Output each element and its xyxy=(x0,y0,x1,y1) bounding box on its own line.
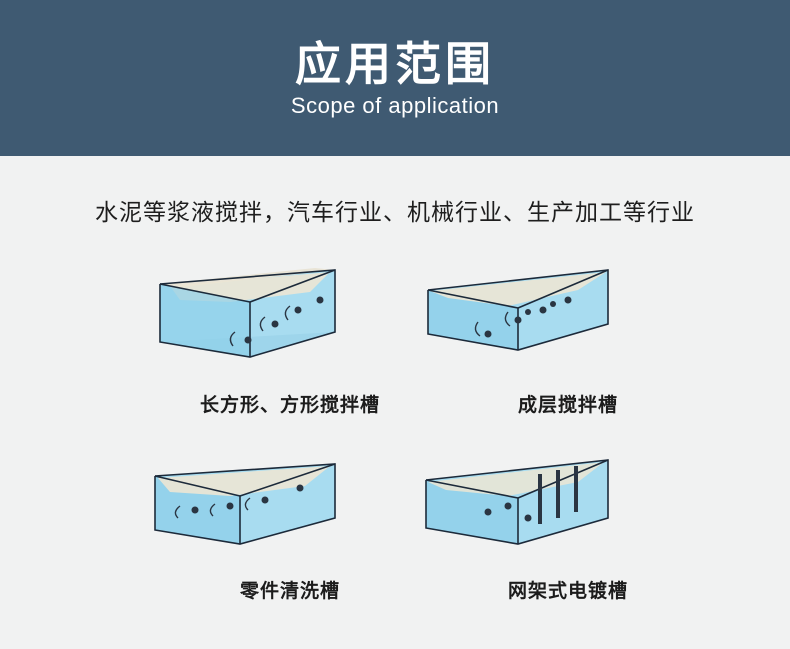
application-card-electroplating-tank: 网架式电镀槽 xyxy=(418,456,718,616)
page-subtitle: Scope of application xyxy=(290,93,500,118)
application-label-rectangular-tank: 长方形、方形搅拌槽 xyxy=(199,394,380,416)
header-banner: 应用范围 Scope of application xyxy=(0,0,790,156)
application-description: 水泥等浆液搅拌，汽车行业、机械行业、生产加工等行业 xyxy=(95,200,695,226)
parts-cleaning-tank-icon xyxy=(154,463,336,545)
application-label-cleaning-tank: 零件清洗槽 xyxy=(239,580,340,602)
rack-electroplating-tank-icon xyxy=(425,459,609,545)
application-label-electroplating-tank: 网架式电镀槽 xyxy=(507,580,628,602)
layered-stirring-tank-icon xyxy=(427,269,609,351)
application-card-layered-tank: 成层搅拌槽 xyxy=(418,262,718,422)
application-card-cleaning-tank: 零件清洗槽 xyxy=(140,456,440,616)
application-card-rectangular-tank: 长方形、方形搅拌槽 xyxy=(140,262,440,422)
application-label-layered-tank: 成层搅拌槽 xyxy=(517,394,618,416)
rectangular-stirring-tank-icon xyxy=(159,268,336,358)
page-title: 应用范围 xyxy=(295,37,495,91)
